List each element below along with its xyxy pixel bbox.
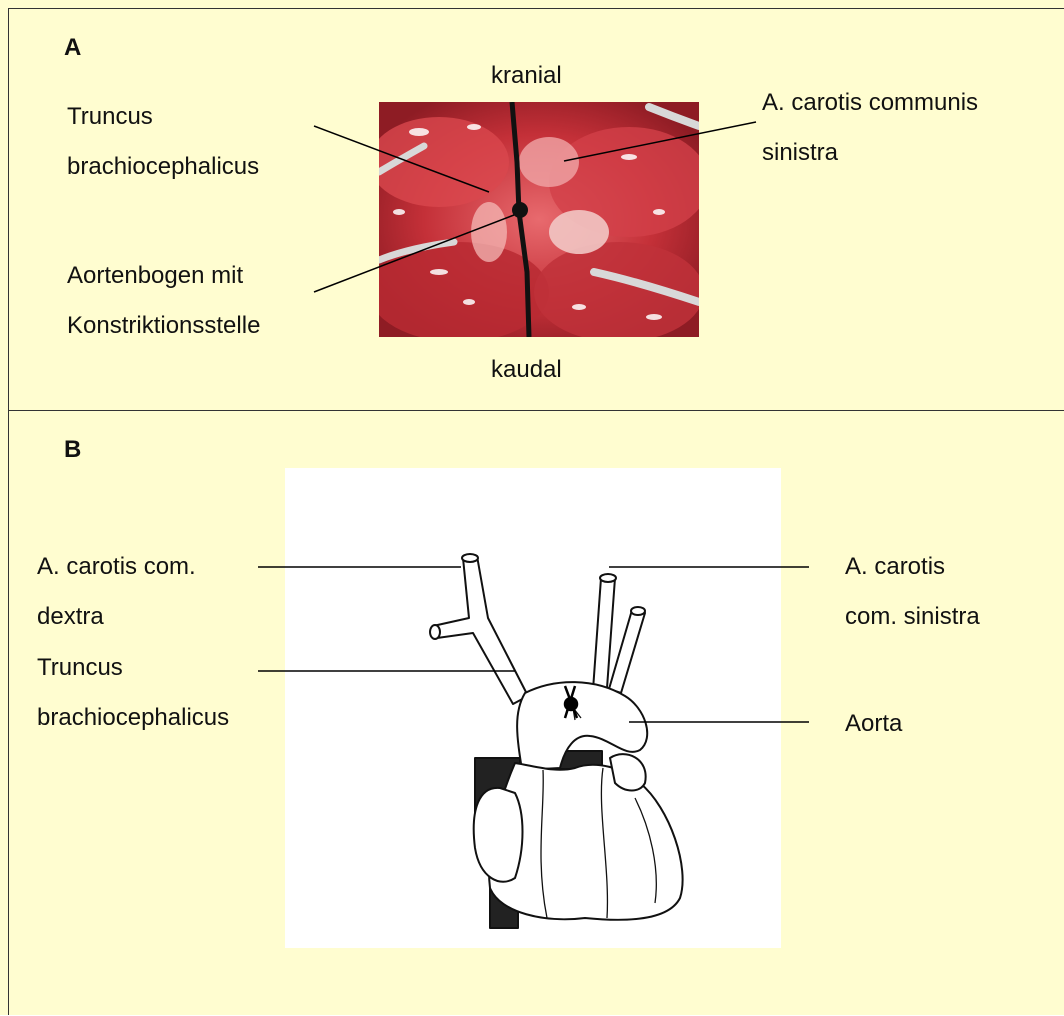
panel-a: A kranial kaudal Truncus brachiocephalic… xyxy=(8,8,1064,411)
panel-b: B A. carotis com. dextra Truncus brachio… xyxy=(8,410,1064,1015)
leader-carotis-a xyxy=(564,122,756,161)
panel-b-leader-lines xyxy=(9,411,1064,1016)
leader-truncus-a xyxy=(314,126,489,192)
panel-a-leader-lines xyxy=(9,9,1064,412)
leader-aortenbogen-a xyxy=(314,215,514,292)
